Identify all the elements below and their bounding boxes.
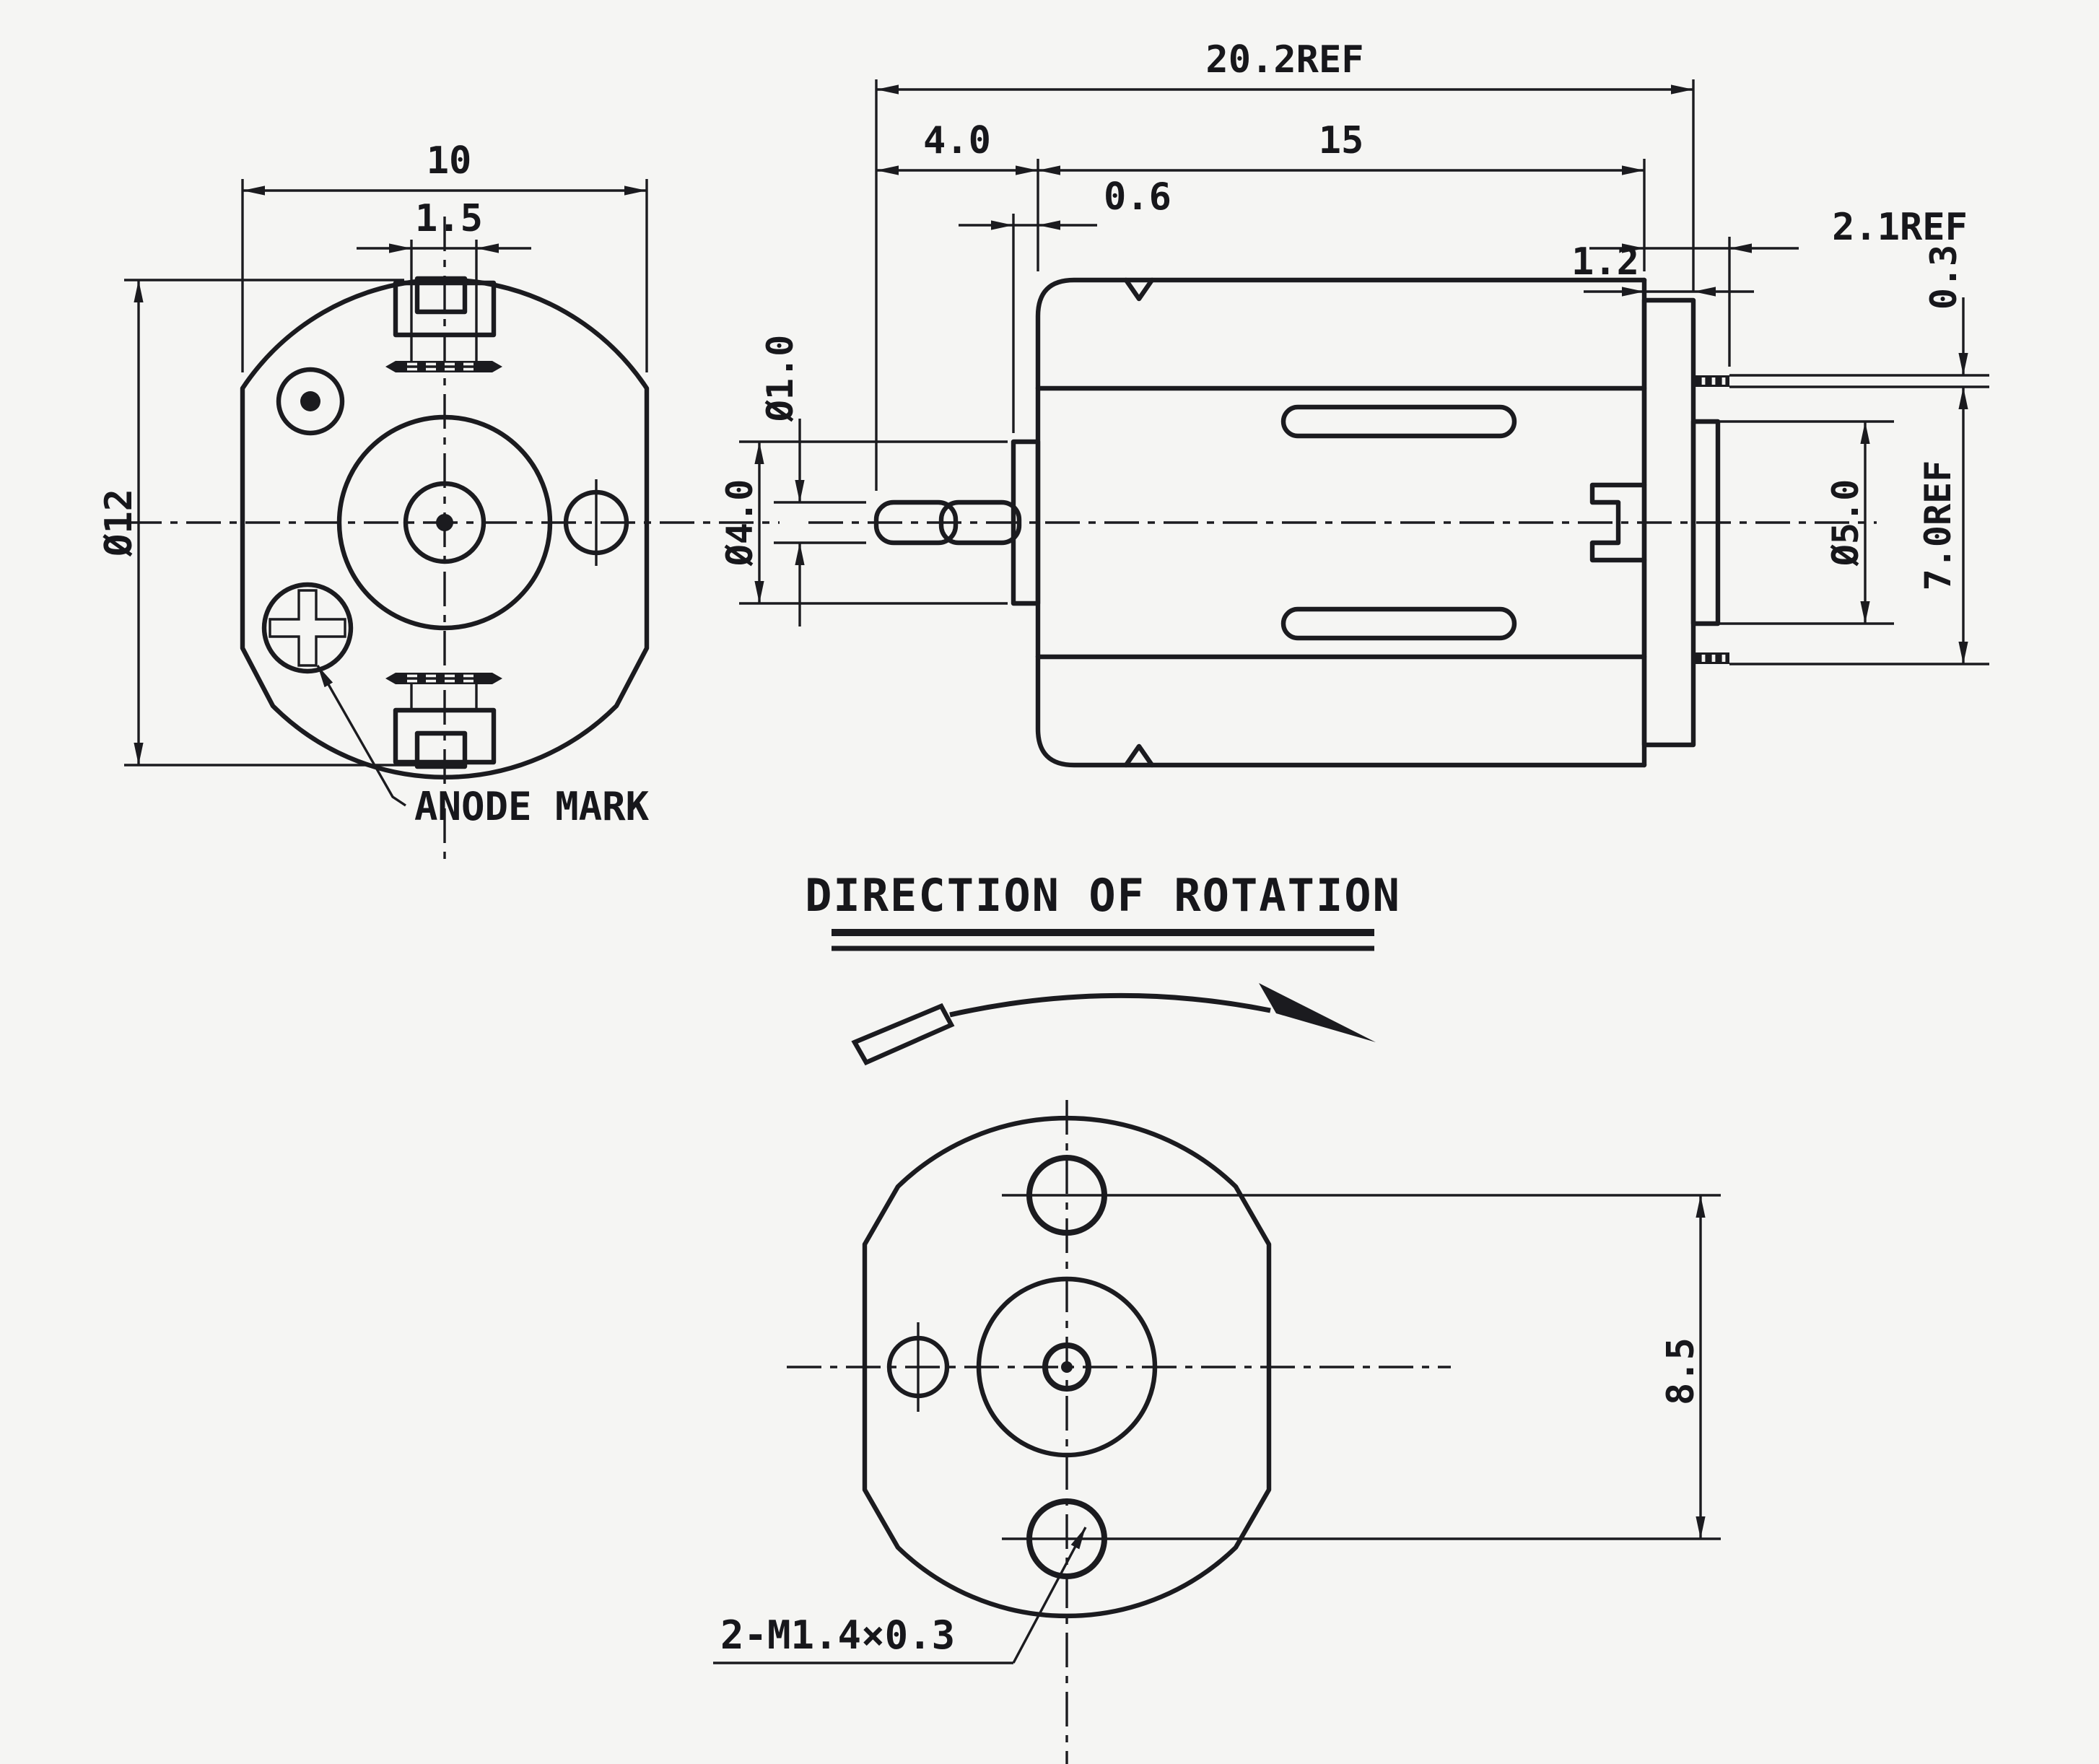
crimp-notch: [1123, 277, 1155, 302]
rotation-title: DIRECTION OF ROTATION: [805, 869, 1401, 922]
motor-shaft: [938, 499, 1022, 546]
dim-cap-ref-label: 2.1REF: [1832, 206, 1968, 249]
hole-spacing-label: 8.5: [1659, 1337, 1703, 1405]
shaft-dia-label: Ø1.0: [759, 335, 801, 422]
front-boss-circle: [336, 414, 553, 631]
bottom-terminal-notch: [414, 730, 468, 769]
rotation-symbol: DIRECTION OF ROTATION: [805, 869, 1401, 1066]
side-view: 20.2REF 4.0 15 0.6 2.1REF 1.2 Ø1.0 Ø4.0: [719, 38, 1989, 768]
rotation-arrow-arc: [949, 992, 1271, 1018]
anode-screw-cross-icon: [269, 589, 346, 667]
brush-holder-detail: [1589, 482, 1647, 563]
vent-slot: [1280, 404, 1517, 439]
top-terminal-bar: [385, 361, 502, 372]
bottom-boss-circle: [976, 1276, 1158, 1458]
bottom-terminal-bar: [385, 673, 502, 684]
top-terminal-tab: [393, 280, 497, 338]
rear-boss-dia-label: Ø5.0: [1825, 479, 1867, 567]
dia-12-label: Ø12: [97, 489, 141, 557]
boss-dia-label: Ø4.0: [719, 479, 761, 567]
dim-overall-label: 20.2REF: [1205, 38, 1363, 82]
dim-cap-length-label: 1.2: [1571, 240, 1639, 284]
dim-terminal-thickness-label: 0.3: [1923, 245, 1965, 310]
front-bearing-boss: [1011, 439, 1041, 606]
rotation-arrow-head: [1259, 983, 1376, 1042]
front-view: 10 1.5 Ø12 ANODE MARK: [97, 139, 780, 866]
bottom-center-dot: [1061, 1361, 1073, 1373]
front-shaft-center: [436, 514, 453, 531]
rear-bearing-boss: [1690, 419, 1721, 626]
terminal-span-label: 7.0REF: [1917, 460, 1959, 591]
anode-mark-label: ANODE MARK: [414, 784, 650, 829]
pivot-hole: [276, 367, 345, 436]
dim-shaft-length-label: 4.0: [923, 119, 991, 162]
anode-screw: [261, 582, 354, 674]
rotation-arrow-tail: [851, 1003, 955, 1066]
vent-slot: [1280, 606, 1517, 641]
thread-leader-line: [1012, 1527, 1087, 1664]
dim-1-5-label: 1.5: [415, 197, 483, 240]
motor-bottom-outline: [862, 1115, 1272, 1619]
top-terminal-notch: [414, 276, 468, 315]
motor-shaft-flat-section: [873, 499, 959, 546]
front-bearing-circle: [403, 481, 486, 564]
dim-body-length-label: 15: [1319, 119, 1364, 162]
motor-front-outline: [240, 277, 650, 780]
crimp-notch: [1123, 743, 1155, 768]
bottom-view: 8.5 2-M1.4×0.3: [713, 1100, 1721, 1764]
dim-10-label: 10: [427, 139, 472, 183]
bottom-shaft-hole: [1042, 1342, 1091, 1392]
dim-boss-length-label: 0.6: [1104, 175, 1171, 219]
anode-leader-line: [316, 665, 406, 807]
pivot-hole-dot: [300, 391, 320, 411]
thread-spec-label: 2-M1.4×0.3: [720, 1612, 955, 1658]
bottom-terminal-tab: [393, 707, 497, 765]
